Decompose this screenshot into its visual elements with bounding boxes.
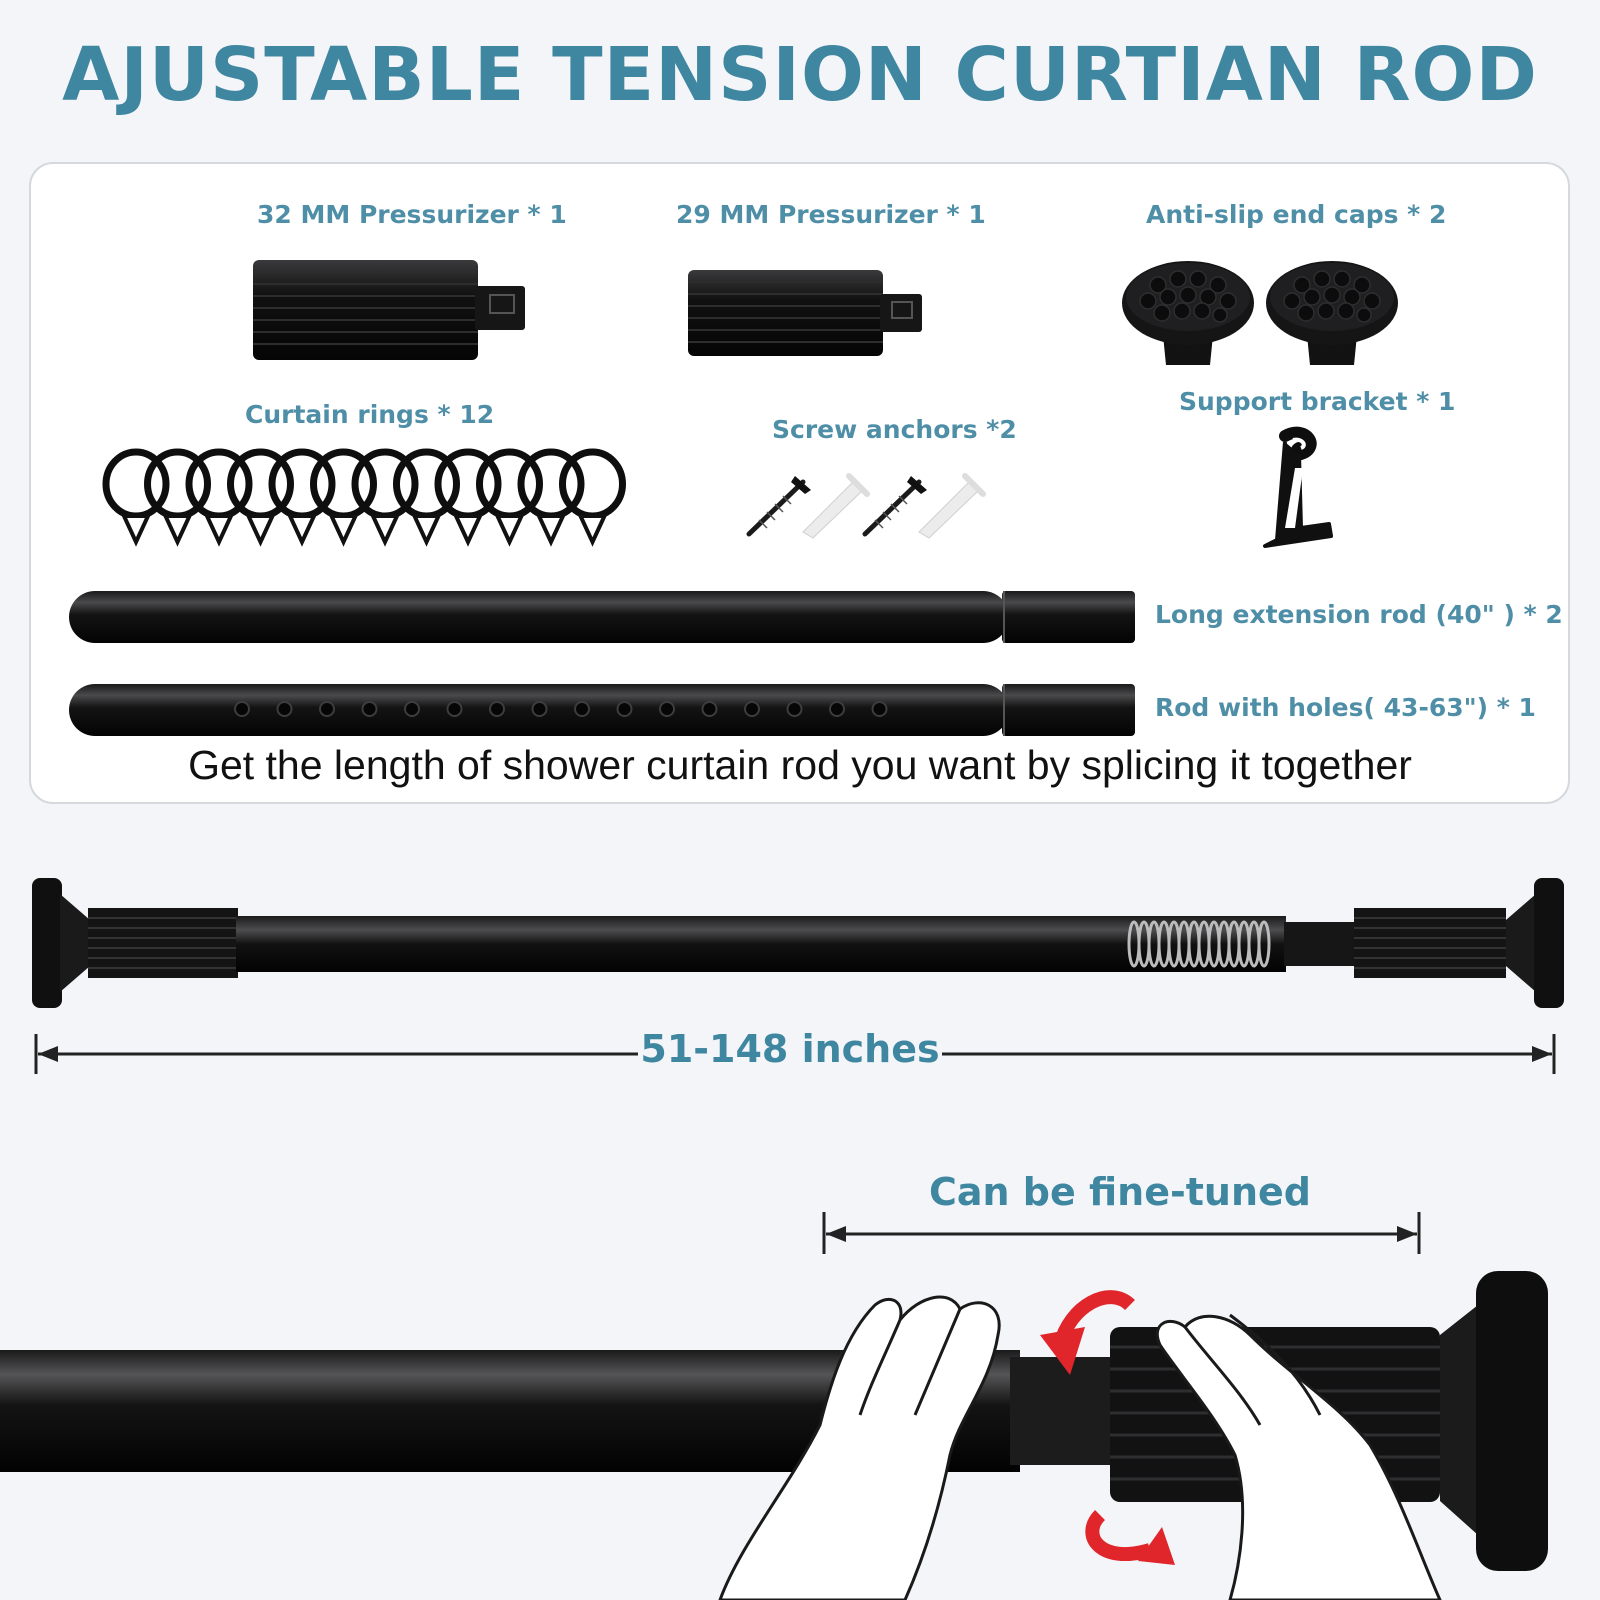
fine-tune-closeup-image [0,1271,1548,1600]
curtain-ring-icon [476,448,543,547]
fine-tune-dimension-arrow [822,1212,1421,1254]
curtain-ring-icon [434,448,502,547]
curtain-ring-icon [227,448,294,547]
curtain-ring-icon [268,448,336,547]
curtain-ring-icon [351,448,419,547]
screws-anchors-image [746,473,995,542]
assembled-rod-image [32,878,1564,1008]
label-long-extension-rod: Long extension rod (40" ) * 2 [1155,600,1563,629]
support-bracket-image [1263,426,1333,548]
length-dimension-arrow [34,1034,1556,1074]
curtain-ring-icon [310,448,377,547]
label-support-bracket: Support bracket * 1 [1179,387,1456,416]
rod-with-holes-image [69,684,1135,736]
label-end-caps: Anti-slip end caps * 2 [1146,200,1447,229]
label-29mm-pressurizer: 29 MM Pressurizer * 1 [676,200,986,229]
label-curtain-rings: Curtain rings * 12 [245,400,495,429]
splice-caption: Get the length of shower curtain rod you… [188,742,1412,788]
curtain-ring-icon [393,448,460,547]
length-range-label: 51-148 inches [640,1027,940,1071]
end-caps-image [1122,260,1399,366]
pressurizer-32mm-image [253,260,525,360]
label-screw-anchors: Screw anchors *2 [772,415,1017,444]
curtain-ring-icon [144,448,211,547]
pressurizer-29mm-image [688,270,922,356]
fine-tune-label: Can be fine-tuned [928,1170,1312,1214]
curtain-ring-icon [102,448,170,547]
curtain-ring-icon [559,448,626,547]
curtain-rings-image [102,448,626,547]
curtain-ring-icon [517,448,585,547]
label-rod-with-holes: Rod with holes( 43-63") * 1 [1155,693,1536,722]
label-32mm-pressurizer: 32 MM Pressurizer * 1 [257,200,567,229]
page-title: AJUSTABLE TENSION CURTIAN ROD [62,32,1538,118]
curtain-ring-icon [185,448,253,547]
long-extension-rod-image [69,591,1135,643]
